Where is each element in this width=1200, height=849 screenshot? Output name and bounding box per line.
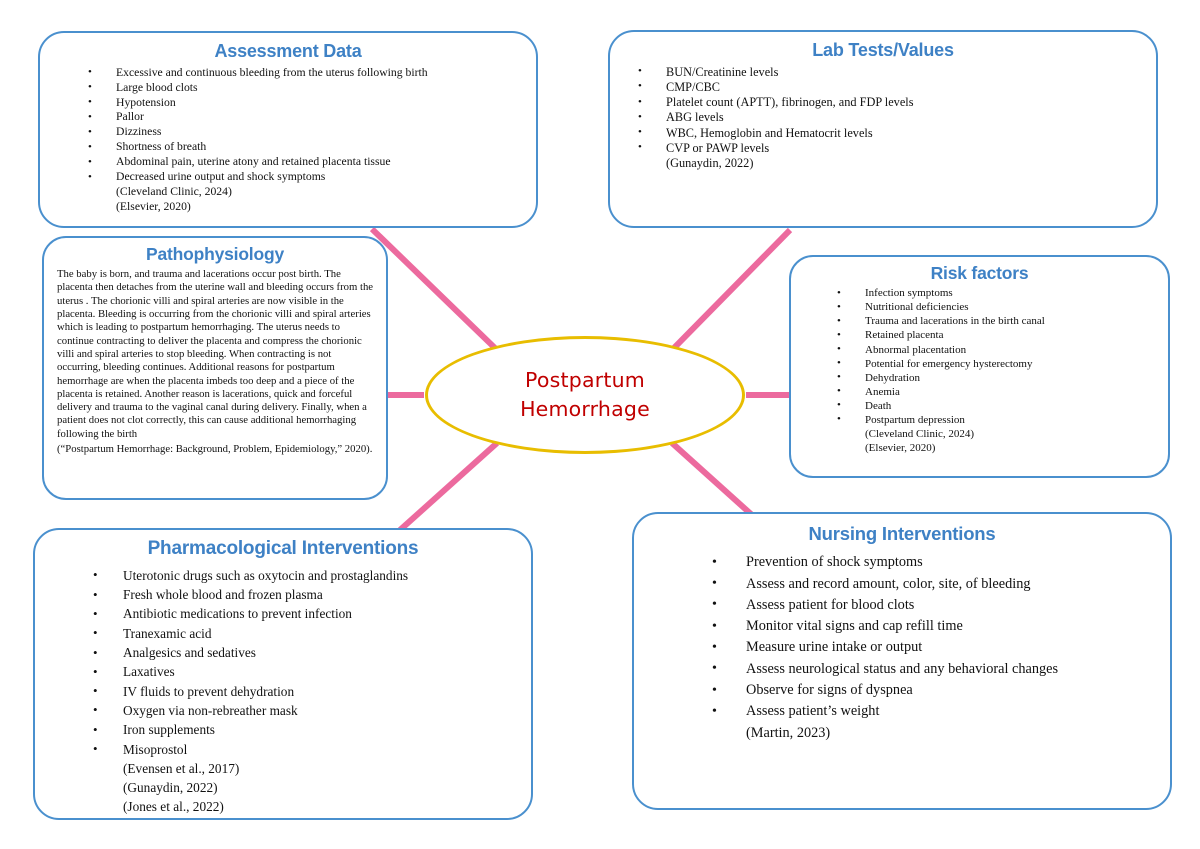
node-title-pathophysiology: Pathophysiology [146,244,284,264]
node-central-topic[interactable]: Postpartum Hemorrhage [425,336,745,454]
connector-center-to-nursing [669,440,755,518]
list-item: Iron supplements [93,720,521,740]
list-item: Potential for emergency hysterectomy [837,356,1158,371]
list-item: Postpartum depression [837,412,1158,427]
node-title-nursing-interventions: Nursing Interventions [808,523,996,544]
list-item: CVP or PAWP levels [638,140,1146,156]
list-item: Dehydration [837,370,1158,385]
list-item: Tranexamic acid [93,623,521,643]
list-item: Excessive and continuous bleeding from t… [88,65,526,81]
node-title-assessment-data: Assessment Data [214,41,362,61]
list-item: CMP/CBC [638,79,1146,95]
list-item: Monitor vital signs and cap refill time [712,616,1160,638]
central-topic-line-2: Hemorrhage [520,397,650,421]
list-item: Laxatives [93,662,521,682]
list-item: Analgesics and sedatives [93,643,521,663]
list-item: Antibiotic medications to prevent infect… [93,604,521,624]
citation: (Elsevier, 2020) [865,442,936,455]
list-item: Large blood clots [88,80,526,96]
risk-factors-list: Infection symptoms Nutritional deficienc… [791,286,1168,455]
list-item: Prevention of shock symptoms [712,552,1160,574]
list-item: Nutritional deficiencies [837,300,1158,314]
lab-tests-list: BUN/Creatinine levels CMP/CBC Platelet c… [610,64,1156,171]
citation: (Gunaydin, 2022) [666,155,754,170]
list-item: Hypotension [88,95,526,111]
list-item: Trauma and lacerations in the birth cana… [837,314,1158,328]
list-item: Platelet count (APTT), fibrinogen, and F… [638,95,1146,110]
list-item: Assess patient’s weight [712,701,1160,723]
list-item: Misoprostol [93,739,521,759]
list-item: Death [837,398,1158,413]
list-item: Dizziness [88,125,526,140]
citation: (Martin, 2023) [746,724,831,741]
citation: (Cleveland Clinic, 2024) [865,428,975,441]
nursing-interventions-list: Prevention of shock symptoms Assess and … [634,552,1170,744]
assessment-data-list: Excessive and continuous bleeding from t… [40,65,536,215]
list-item: Fresh whole blood and frozen plasma [93,585,521,605]
list-item: Assess patient for blood clots [712,594,1160,616]
connector-center-to-pharmacological [397,440,500,533]
citation: (Cleveland Clinic, 2024) [116,184,232,198]
list-item: Abnormal placentation [837,342,1158,357]
node-pathophysiology[interactable]: Pathophysiology The baby is born, and tr… [42,236,388,500]
list-item: Infection symptoms [837,286,1158,300]
list-item: Abdominal pain, uterine atony and retain… [88,155,526,170]
list-item: Retained placenta [837,328,1158,342]
citation: (Elsevier, 2020) [116,199,191,213]
list-item: Assess neurological status and any behav… [712,658,1160,680]
node-pharmacological-interventions[interactable]: Pharmacological Interventions Uterotonic… [33,528,533,820]
list-item: WBC, Hemoglobin and Hematocrit levels [638,125,1146,141]
list-item: IV fluids to prevent dehydration [93,681,521,701]
node-nursing-interventions[interactable]: Nursing Interventions Prevention of shoc… [632,512,1172,810]
list-item: Oxygen via non-rebreather mask [93,700,521,720]
list-item: Shortness of breath [88,140,526,155]
citation: (“Postpartum Hemorrhage: Background, Pro… [57,442,373,455]
central-topic-line-1: Postpartum [525,368,645,392]
pathophysiology-body: The baby is born, and trauma and lacerat… [57,268,374,440]
list-item: Pallor [88,110,526,125]
list-item: Observe for signs of dyspnea [712,680,1160,702]
list-item: Anemia [837,384,1158,399]
list-item: Measure urine intake or output [712,637,1160,659]
node-title-pharmacological-interventions: Pharmacological Interventions [147,538,419,559]
list-item: BUN/Creatinine levels [638,64,1146,80]
citation: (Evensen et al., 2017) [123,760,240,776]
list-item: Assess and record amount, color, site, o… [712,573,1160,595]
node-assessment-data[interactable]: Assessment Data Excessive and continuous… [38,31,538,228]
node-title-lab-tests-values: Lab Tests/Values [812,40,954,60]
connector-center-to-lab [669,227,793,353]
citation: (Jones et al., 2022) [123,799,224,815]
node-risk-factors[interactable]: Risk factors Infection symptoms Nutritio… [789,255,1170,478]
list-item: ABG levels [638,110,1146,125]
node-title-risk-factors: Risk factors [930,263,1029,283]
node-lab-tests-values[interactable]: Lab Tests/Values BUN/Creatinine levels C… [608,30,1158,228]
pharmacological-interventions-list: Uterotonic drugs such as oxytocin and pr… [35,565,531,817]
connector-center-to-assessment [369,226,500,353]
list-item: Decreased urine output and shock symptom… [88,170,526,185]
citation: (Gunaydin, 2022) [123,780,218,796]
list-item: Uterotonic drugs such as oxytocin and pr… [93,565,521,585]
